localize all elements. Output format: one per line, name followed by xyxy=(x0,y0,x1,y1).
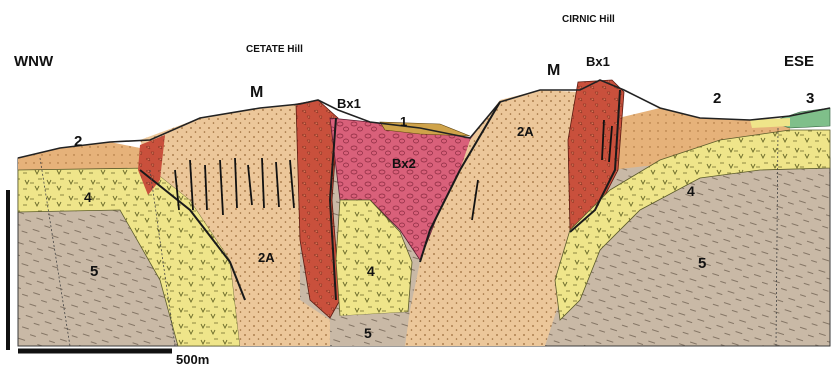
label-scale: 500m xyxy=(176,352,209,367)
label-unit-2-right: 2 xyxy=(713,90,721,107)
label-bx1-right: Bx1 xyxy=(586,54,610,69)
label-unit-5-center: 5 xyxy=(364,325,372,341)
label-unit-4-left: 4 xyxy=(84,189,92,205)
label-unit-2a-right: 2A xyxy=(517,124,534,139)
label-m-left: M xyxy=(250,84,263,101)
label-cetate-hill: CETATE Hill xyxy=(246,44,303,55)
label-unit-2a-left: 2A xyxy=(258,250,275,265)
label-unit-1: 1 xyxy=(400,114,407,129)
label-cirnic-hill: CIRNIC Hill xyxy=(562,14,615,25)
label-unit-2-left: 2 xyxy=(74,133,82,150)
label-unit-5-right: 5 xyxy=(698,255,706,272)
label-wnw: WNW xyxy=(14,53,54,70)
label-unit-5-left: 5 xyxy=(90,263,98,280)
label-unit-4-right: 4 xyxy=(687,183,695,199)
label-unit-4-center: 4 xyxy=(367,263,375,279)
label-bx1-left: Bx1 xyxy=(337,96,361,111)
label-ese: ESE xyxy=(784,53,814,70)
label-m-right: M xyxy=(547,62,560,79)
label-bx2: Bx2 xyxy=(392,156,416,171)
label-unit-3: 3 xyxy=(806,90,814,107)
